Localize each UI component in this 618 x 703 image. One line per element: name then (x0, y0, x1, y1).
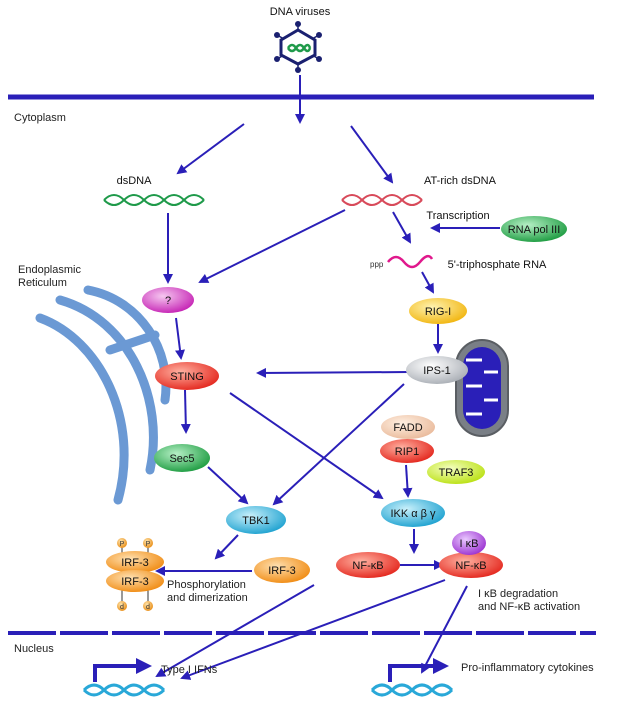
node-unknown: ? (142, 287, 194, 313)
svg-text:RIG-I: RIG-I (425, 306, 451, 318)
at-rich-dsdna-helix-icon (341, 194, 423, 206)
svg-text:P: P (120, 541, 125, 548)
svg-text:NF-κB: NF-κB (352, 560, 383, 572)
node-ikb: I κB (452, 531, 486, 555)
dsdna-label: dsDNA (117, 175, 153, 187)
svg-text:NF-κB: NF-κB (455, 560, 486, 572)
svg-text:IRF-3: IRF-3 (268, 565, 296, 577)
svg-text:TBK1: TBK1 (242, 515, 270, 527)
node-traf3: TRAF3 (427, 460, 485, 484)
node-irf3-single: IRF-3 (254, 557, 310, 583)
phospho-mark-right: P (143, 538, 153, 548)
node-ikk: IKK α β γ (381, 499, 445, 527)
dimer-mark-left: d (117, 601, 127, 611)
rna-strand-icon (387, 254, 434, 269)
node-rna-pol-iii: RNA pol III (501, 216, 567, 242)
ppp-label: ppp (370, 260, 384, 269)
phosphorylation-label-line2: and dimerization (167, 592, 248, 604)
mitochondrion-icon (455, 339, 509, 437)
svg-text:IRF-3: IRF-3 (121, 576, 149, 588)
nucleus-label: Nucleus (14, 643, 54, 655)
svg-text:IKK α β γ: IKK α β γ (390, 508, 436, 520)
irf3-top-node: IRF-3 (106, 551, 164, 573)
cytokines-label: Pro-inflammatory cytokines (461, 662, 594, 674)
svg-text:STING: STING (170, 371, 204, 383)
cytokine-gene-icon (370, 658, 454, 697)
dimer-mark-right: d (143, 601, 153, 611)
node-sting: STING (155, 362, 219, 390)
svg-text:RIP1: RIP1 (395, 446, 419, 458)
node-tbk1: TBK1 (226, 506, 286, 534)
dna-virus-icon (274, 21, 322, 73)
node-rip1: RIP1 (380, 439, 434, 463)
cytoplasm-label: Cytoplasm (14, 112, 66, 124)
svg-text:I κB: I κB (460, 538, 479, 550)
svg-text:d: d (146, 604, 150, 611)
irf3-bottom-node: IRF-3 (106, 570, 164, 592)
endoplasmic-reticulum-icon (35, 285, 171, 505)
node-rig1: RIG-I (409, 298, 467, 324)
pathway-arrows (155, 75, 500, 680)
svg-text:IRF-3: IRF-3 (121, 557, 149, 569)
triphosphate-rna-label: 5'-triphosphate RNA (448, 259, 547, 271)
node-nfkb-right: NF-κB (439, 552, 503, 578)
transcription-label: Transcription (426, 210, 489, 222)
phosphorylation-label-line1: Phosphorylation (167, 579, 246, 591)
svg-text:RNA pol III: RNA pol III (508, 224, 561, 236)
er-label-line2: Reticulum (18, 277, 67, 289)
node-nfkb-left: NF-κB (336, 552, 400, 578)
svg-text:P: P (146, 541, 151, 548)
svg-text:IPS-1: IPS-1 (423, 365, 451, 377)
svg-text:Sec5: Sec5 (169, 453, 194, 465)
type1-ifn-gene-icon (82, 658, 166, 697)
svg-text:TRAF3: TRAF3 (439, 467, 474, 479)
svg-text:d: d (120, 604, 124, 611)
svg-text:?: ? (165, 295, 171, 307)
ikb-degradation-line1: I κB degradation (478, 588, 558, 600)
dsdna-helix-icon (103, 194, 205, 206)
at-rich-dsdna-label: AT-rich dsDNA (424, 175, 497, 187)
phospho-mark-left: P (117, 538, 127, 548)
er-label-line1: Endoplasmic (18, 264, 81, 276)
irf3-dimer: IRF-3 IRF-3 P P d d (106, 538, 164, 611)
node-fadd: FADD (381, 415, 435, 439)
type1-ifns-label: Type I IFNs (161, 664, 218, 676)
node-sec5: Sec5 (154, 444, 210, 472)
ikb-degradation-line2: and NF-κB activation (478, 601, 580, 613)
svg-text:FADD: FADD (393, 422, 422, 434)
dna-viruses-label: DNA viruses (270, 6, 331, 18)
node-ips1: IPS-1 (406, 356, 468, 384)
